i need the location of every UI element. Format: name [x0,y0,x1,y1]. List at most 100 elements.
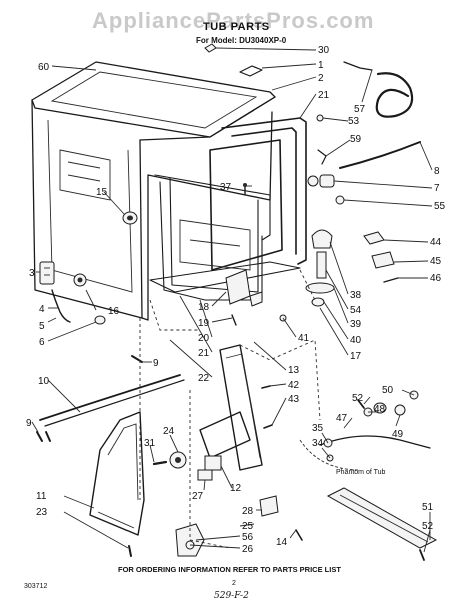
callout-30: 30 [318,45,330,56]
callout-42: 42 [288,380,300,391]
part-18-bracket[interactable] [225,269,263,307]
part-16-fitting[interactable] [73,273,87,287]
part-14-screw[interactable] [295,529,303,541]
callout-40: 40 [350,335,362,346]
callout-48: 48 [374,404,386,415]
handwritten-note: 529-F-2 [214,591,249,600]
part-10-spray-arm-rail[interactable] [39,374,185,427]
callout-14: 14 [276,537,288,548]
callout-18: 18 [198,302,210,313]
part-43-screw[interactable] [263,424,273,429]
model-label: For Model: DU3040XP-0 [196,36,287,45]
part-1-clip[interactable] [239,65,263,77]
callout-16: 16 [108,306,120,317]
callout-49: 49 [392,429,404,440]
part-42-screw[interactable] [261,385,271,389]
callout-53: 53 [348,116,360,127]
callout-51: 51 [422,502,434,513]
part-28-bracket[interactable] [259,495,279,517]
callout-45: 45 [430,256,442,267]
callout-46: 46 [430,273,442,284]
part-23-screw[interactable] [128,545,132,557]
callout-50: 50 [382,385,394,396]
part-49-nut[interactable] [394,404,406,416]
part-30-clip[interactable] [204,43,217,53]
part-59-bracket[interactable] [317,149,327,165]
part-52-screw-b[interactable] [419,549,425,561]
tub-body [31,61,307,321]
part-9-screw-b[interactable] [36,431,51,442]
part-12-latch[interactable] [197,455,222,481]
phantom-guides [139,269,321,549]
callout-55: 55 [434,201,446,212]
callout-20: 20 [198,333,210,344]
callout-26: 26 [242,544,254,555]
part-31-screw[interactable] [152,460,168,466]
callout-6: 6 [39,337,45,348]
phantom-tub-label: Phantom of Tub [336,469,386,476]
callout-25: 25 [242,521,254,532]
callout-24: 24 [163,426,175,437]
part-6-clamp[interactable] [94,315,106,325]
part-7-valve[interactable] [307,174,335,188]
part-19-screw[interactable] [231,314,237,326]
page-number: 2 [232,580,236,587]
part-24-gear[interactable] [169,451,187,469]
part-38-cap[interactable] [311,229,333,249]
part-4-tube[interactable] [51,289,71,323]
part-55-fitting[interactable] [335,195,345,205]
callout-19: 19 [198,318,210,329]
callout-47: 47 [336,413,348,424]
leader-lines [31,47,433,553]
callout-28: 28 [242,506,254,517]
part-8-inlet-hose[interactable] [339,72,421,169]
part-46-screw[interactable] [383,277,399,283]
callout-7: 7 [434,183,440,194]
callout-21b: 21 [198,348,210,359]
callout-39: 39 [350,319,362,330]
part-52-screw-a[interactable] [357,399,365,409]
part-45-bracket[interactable] [371,251,395,269]
ordering-instruction: FOR ORDERING INFORMATION REFER TO PARTS … [118,565,341,574]
callout-22: 22 [198,373,210,384]
part-39-washer[interactable] [305,282,335,294]
callout-13: 13 [288,365,300,376]
callout-9a: 9 [153,358,159,369]
callout-54: 54 [350,305,362,316]
part-13-side-bracket[interactable] [199,344,263,471]
part-57-clip[interactable] [343,61,373,71]
part-44-clip[interactable] [363,231,385,245]
callout-52b: 52 [422,521,434,532]
callout-60: 60 [38,62,50,73]
callout-34: 34 [312,438,324,449]
callout-52a: 52 [352,393,364,404]
callout-27: 27 [192,491,204,502]
part-51-heater-strip[interactable] [326,487,438,549]
part-40-nut[interactable] [311,297,325,307]
callout-numbers: 30 1 2 21 53 59 57 8 7 55 44 45 46 60 15… [26,45,446,555]
callout-37: 37 [220,182,232,193]
part-53-screw[interactable] [316,114,324,122]
part-3-bracket[interactable] [39,261,55,285]
callout-23: 23 [36,507,48,518]
callout-2: 2 [318,73,324,84]
callout-21: 21 [318,90,330,101]
watermark-text: AppliancePartsPros.com [92,8,374,33]
callout-12: 12 [230,483,242,494]
callout-8: 8 [434,166,440,177]
part-9-screw-a[interactable] [131,355,143,363]
part-54-shaft[interactable] [316,251,327,279]
part-15-fitting[interactable] [122,211,138,225]
callout-5: 5 [39,321,45,332]
callout-56: 56 [242,532,254,543]
callout-4: 4 [39,304,45,315]
callout-44: 44 [430,237,442,248]
callout-3: 3 [29,268,35,279]
part-11-frame[interactable] [89,411,145,536]
callout-1: 1 [318,60,324,71]
callout-15: 15 [96,187,108,198]
callout-35: 35 [312,423,324,434]
part-37-screw[interactable] [243,183,247,195]
